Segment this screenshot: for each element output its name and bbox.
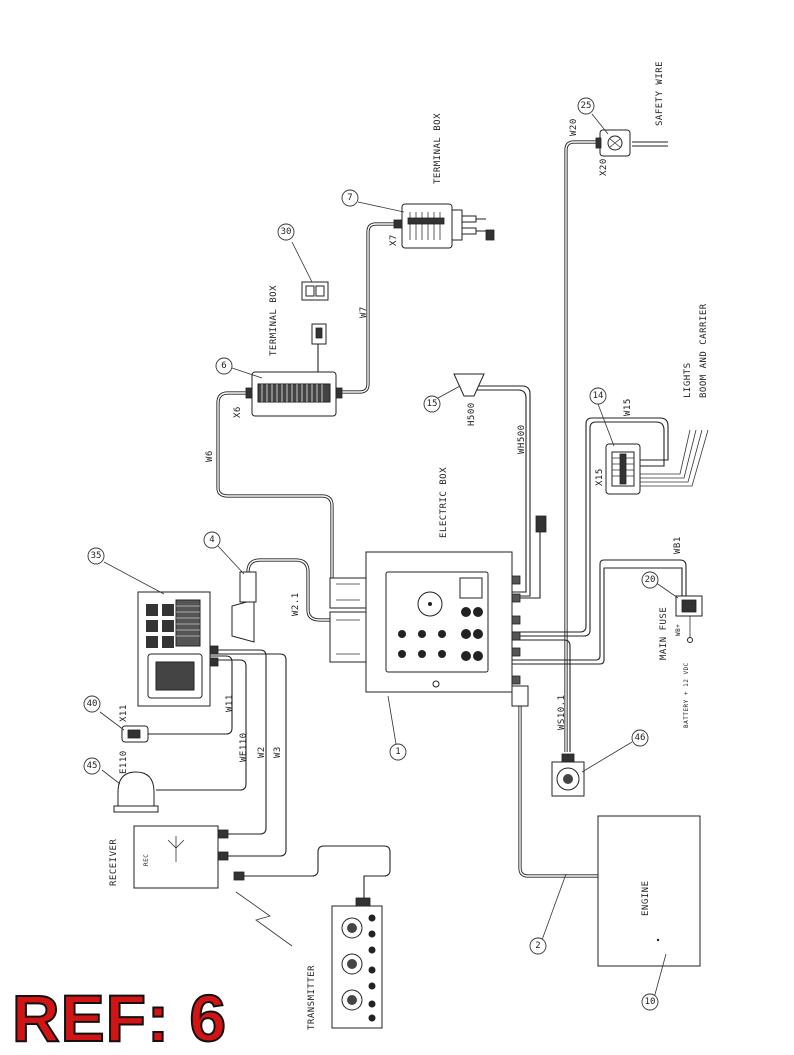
- svg-text:30: 30: [281, 227, 292, 237]
- callout-14: 14: [589, 387, 607, 405]
- horn-h500: [453, 373, 485, 397]
- lights-box-14: [605, 443, 641, 495]
- label-w20: W20: [569, 118, 579, 136]
- label-rec-tag: REC: [143, 854, 150, 866]
- svg-text:6: 6: [221, 361, 226, 371]
- label-terminal-box-top: TERMINAL BOX: [433, 113, 443, 184]
- label-ws10-1: WS10.1: [557, 694, 567, 730]
- label-e110: E110: [119, 750, 129, 774]
- label-w6: W6: [205, 450, 215, 462]
- main-fuse: [675, 595, 703, 643]
- label-lights: LIGHTS: [683, 362, 693, 398]
- label-wh500: WH500: [517, 424, 527, 454]
- svg-text:45: 45: [87, 761, 98, 771]
- wire-transmitter: [244, 845, 391, 904]
- svg-text:2: 2: [535, 941, 540, 951]
- label-w15: W15: [623, 398, 633, 416]
- wire-w3: [210, 653, 287, 857]
- callout-2: 2: [529, 937, 547, 955]
- svg-text:14: 14: [593, 391, 604, 401]
- terminal-box-6: [245, 323, 343, 417]
- relay-30: [301, 281, 329, 301]
- wire-we110: [156, 659, 247, 791]
- connector-4: [231, 571, 257, 643]
- safety-switch: [595, 129, 631, 157]
- svg-text:1: 1: [395, 747, 400, 757]
- wire-w7: [342, 222, 398, 394]
- label-h500: H500: [467, 402, 477, 426]
- terminal-box-7: [393, 203, 495, 249]
- wire-w15: [512, 417, 669, 633]
- label-transmitter: TRANSMITTER: [307, 965, 317, 1030]
- label-battery: BATTERY + 12 VDC: [683, 662, 690, 728]
- svg-text:10: 10: [645, 997, 656, 1007]
- label-boom-carrier: BOOM AND CARRIER: [699, 303, 709, 398]
- label-wb-plus: WB+: [675, 624, 682, 636]
- callout-35: 35: [87, 547, 105, 565]
- motor-46: [551, 753, 585, 797]
- label-x15: X15: [595, 468, 605, 486]
- engine: [597, 815, 701, 967]
- wire-w2: [210, 649, 267, 835]
- callout-7: 7: [341, 189, 359, 207]
- callout-45: 45: [83, 757, 101, 775]
- label-w2-1: W2.1: [291, 592, 301, 616]
- callout-1: 1: [389, 743, 407, 761]
- label-terminal-box-mid: TERMINAL BOX: [269, 285, 279, 356]
- callouts: 25 7 30 6 15 14 35 4 20 40 45 1 46 2 10: [83, 97, 659, 1011]
- label-x20: X20: [599, 158, 609, 176]
- svg-text:4: 4: [209, 535, 214, 545]
- callout-10: 10: [641, 993, 659, 1011]
- wire-ws10-1: [512, 639, 571, 752]
- callout-4: 4: [203, 531, 221, 549]
- callout-25: 25: [577, 97, 595, 115]
- svg-text:46: 46: [635, 733, 646, 743]
- svg-text:20: 20: [645, 575, 656, 585]
- callout-6: 6: [215, 357, 233, 375]
- controller-35: [137, 591, 219, 707]
- svg-text:7: 7: [347, 193, 352, 203]
- transmitter: [331, 897, 383, 1029]
- wires: [148, 140, 709, 947]
- label-w7: W7: [359, 306, 369, 318]
- callout-40: 40: [83, 695, 101, 713]
- callout-15: 15: [423, 395, 441, 413]
- label-main-fuse: MAIN FUSE: [659, 607, 669, 660]
- label-receiver: RECEIVER: [109, 839, 119, 886]
- label-w11: W11: [225, 694, 235, 712]
- callout-20: 20: [641, 571, 659, 589]
- label-engine: ENGINE: [641, 880, 651, 916]
- label-we110: WE110: [239, 732, 249, 762]
- labels: SAFETY WIRE W20 X20 TERMINAL BOX X7 W7 T…: [109, 61, 709, 1030]
- lamp-e110: [113, 771, 159, 813]
- electric-box: [329, 515, 547, 707]
- callout-46: 46: [631, 729, 649, 747]
- wire-wh500: [474, 385, 531, 597]
- svg-text:40: 40: [87, 699, 98, 709]
- connector-x11: [121, 725, 149, 743]
- wire-w6: [216, 391, 334, 580]
- ref-label: REF: 6: [11, 981, 228, 1055]
- svg-text:35: 35: [91, 551, 102, 561]
- label-w3: W3: [273, 746, 283, 758]
- label-w2: W2: [257, 746, 267, 758]
- callout-30: 30: [277, 223, 295, 241]
- svg-text:25: 25: [581, 101, 592, 111]
- label-x6: X6: [233, 406, 243, 418]
- wire-wb1: [512, 559, 687, 661]
- label-electric-box: ELECTRIC BOX: [439, 467, 449, 538]
- receiver: [133, 825, 245, 889]
- label-wb1: WB1: [673, 536, 683, 554]
- radio-signal: [235, 891, 293, 947]
- svg-text:15: 15: [427, 399, 438, 409]
- label-safety-wire: SAFETY WIRE: [655, 61, 665, 126]
- label-x7: X7: [389, 234, 399, 246]
- wire-w11: [148, 655, 233, 735]
- label-x11: X11: [119, 704, 129, 722]
